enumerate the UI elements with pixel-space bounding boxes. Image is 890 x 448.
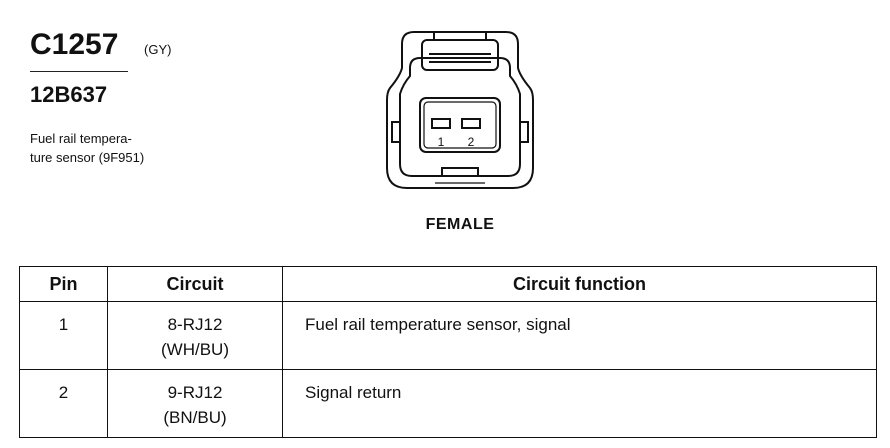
pin-2-label: 2	[468, 135, 475, 149]
connector-view-label: FEMALE	[425, 216, 495, 233]
pinout-table: Pin Circuit Circuit function 1 8-RJ12 (W…	[19, 266, 877, 438]
connector-inner-housing	[399, 57, 521, 177]
function-cell: Fuel rail temperature sensor, signal	[282, 301, 877, 370]
table-header-row: Pin Circuit Circuit function	[19, 266, 877, 302]
bottom-key-tab	[441, 167, 479, 176]
table-row: 2 9-RJ12 (BN/BU) Signal return	[19, 369, 877, 438]
header-circuit-function: Circuit function	[282, 266, 877, 302]
left-retainer-notch	[391, 121, 400, 143]
terminal-cavity-inner	[423, 101, 497, 149]
component-description-line-2: ture sensor (9F951)	[30, 150, 145, 165]
header-pin: Pin	[19, 266, 108, 302]
part-number: 12B637	[30, 82, 108, 107]
connector-outer-housing	[386, 31, 534, 189]
header-circuit: Circuit	[107, 266, 283, 302]
function-cell: Signal return	[282, 369, 877, 438]
pin-2-terminal	[461, 118, 481, 129]
table-row: 1 8-RJ12 (WH/BU) Fuel rail temperature s…	[19, 301, 877, 370]
terminal-cavity	[419, 97, 501, 153]
circuit-code: 9-RJ12	[167, 383, 223, 402]
connector-face-diagram: 1 2	[386, 31, 534, 189]
circuit-cell: 8-RJ12 (WH/BU)	[107, 301, 283, 370]
color-code: (GY)	[144, 42, 172, 57]
pin-1-label: 1	[438, 135, 445, 149]
wire-color: (BN/BU)	[163, 408, 227, 427]
pin-cell: 2	[19, 369, 108, 438]
pin-cell: 1	[19, 301, 108, 370]
right-retainer-notch	[520, 121, 529, 143]
wire-color: (WH/BU)	[161, 340, 229, 359]
circuit-cell: 9-RJ12 (BN/BU)	[107, 369, 283, 438]
component-description-line-1: Fuel rail tempera-	[30, 131, 132, 146]
connector-id-underline	[30, 71, 128, 72]
pin-1-terminal	[431, 118, 451, 129]
locking-latch	[421, 39, 499, 71]
circuit-code: 8-RJ12	[167, 315, 223, 334]
connector-id: C1257	[30, 28, 119, 61]
